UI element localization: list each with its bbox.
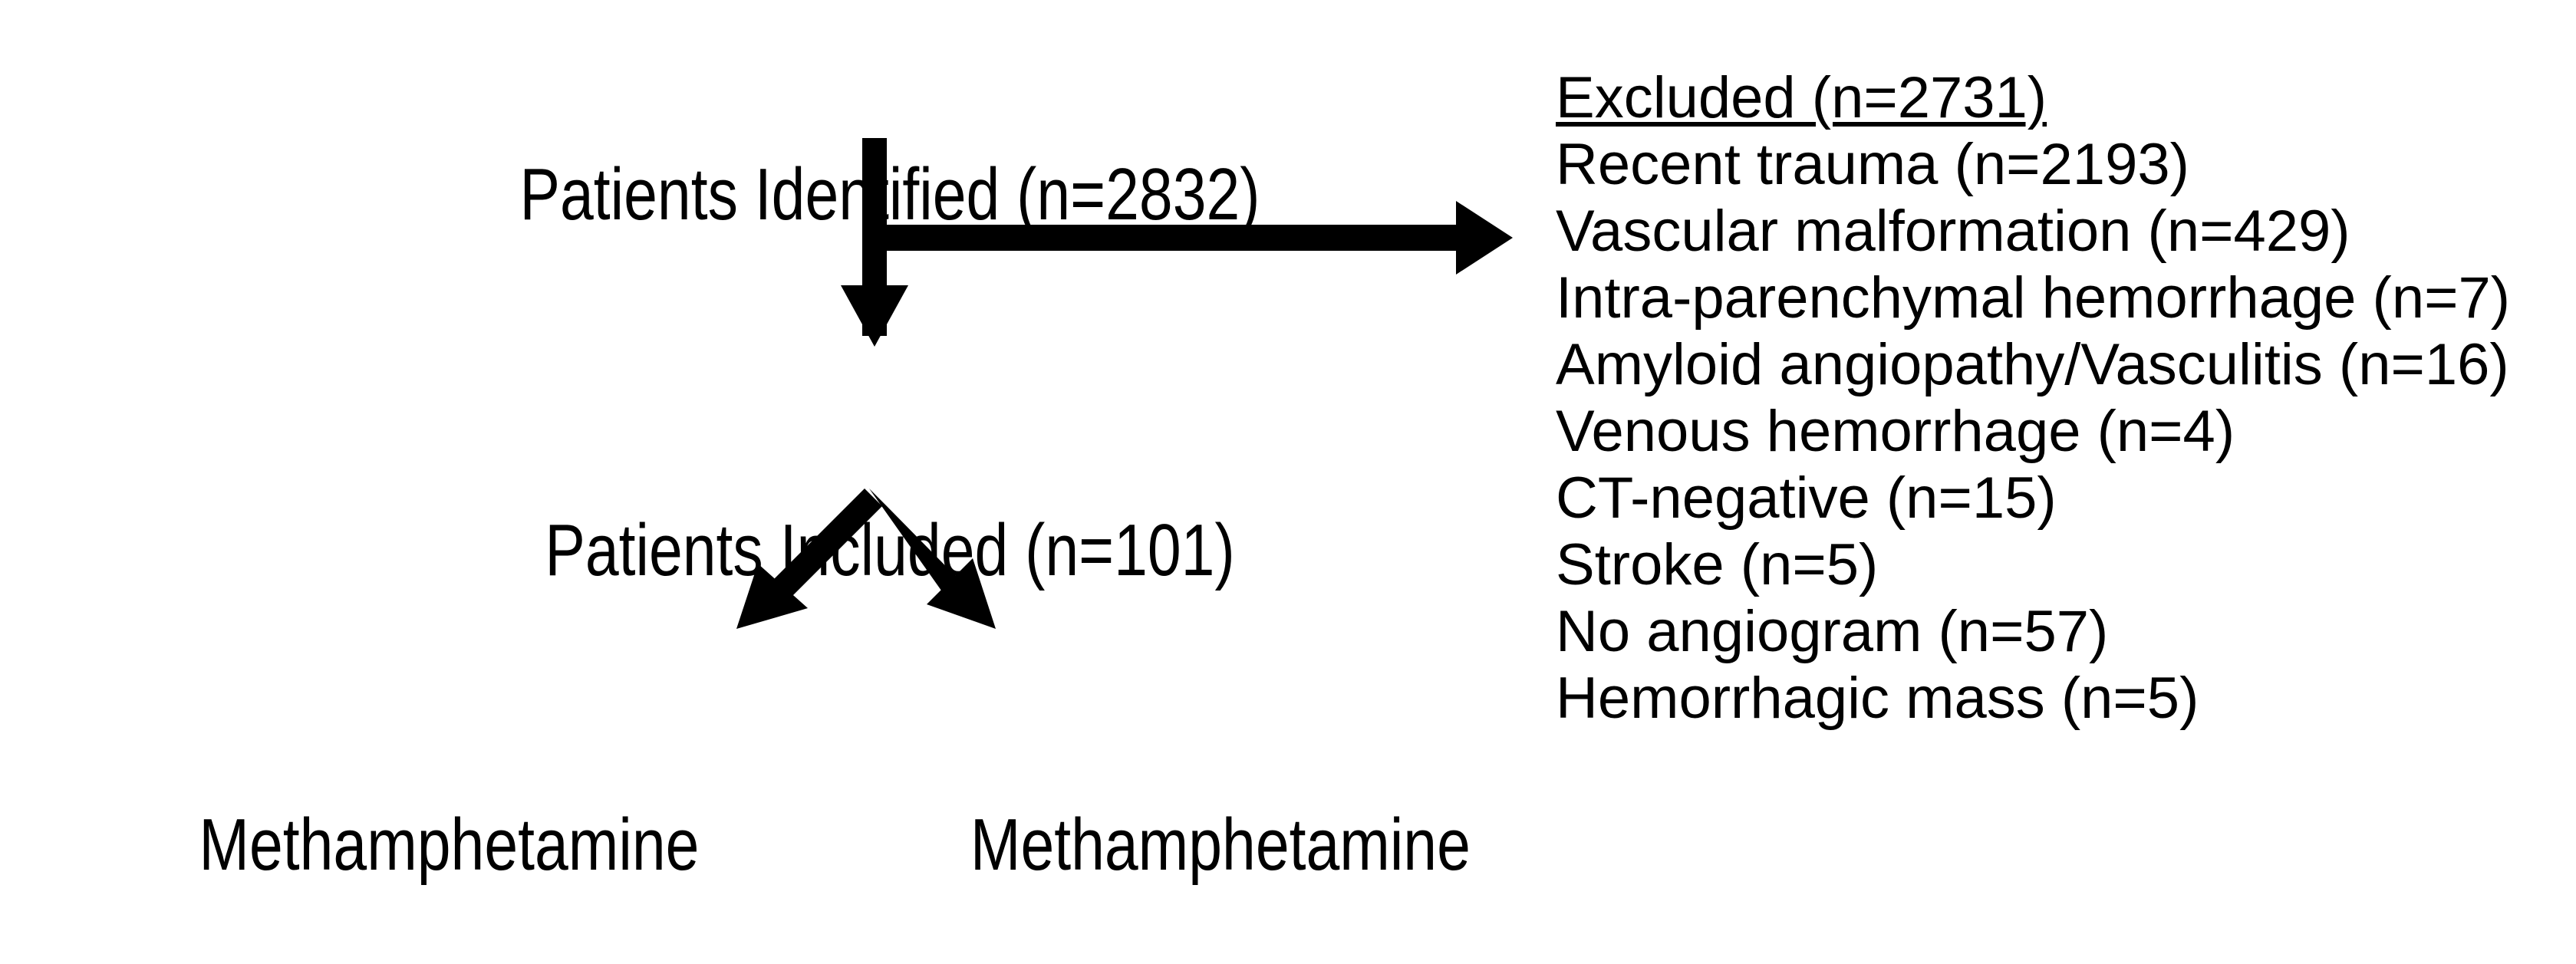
excluded-item-vascular-malformation: Vascular malformation (n=429) xyxy=(1556,199,2350,264)
node-patients-identified-label: Patients Identified (n=2832) xyxy=(519,153,1260,235)
excluded-heading: Excluded (n=2731) xyxy=(1556,65,2047,130)
node-patients-included: Patients Included (n=101) xyxy=(160,367,1619,735)
excluded-heading-row: Excluded (n=2731) xyxy=(1556,64,2576,131)
excluded-list: Excluded (n=2731) Recent trauma (n=2193)… xyxy=(1556,64,2576,732)
node-methamphetamine-negative-line1: Methamphetamine xyxy=(199,804,700,886)
excluded-item-no-angiogram: No angiogram (n=57) xyxy=(1556,599,2109,664)
excluded-item-ct-negative: CT-negative (n=15) xyxy=(1556,466,2057,531)
excluded-item-stroke: Stroke (n=5) xyxy=(1556,532,1879,597)
excluded-item-intra-parenchymal-hemorrhage: Intra-parenchymal hemorrhage (n=7) xyxy=(1556,265,2511,331)
excluded-item-amyloid-angiopathy-vasculitis: Amyloid angiopathy/Vasculitis (n=16) xyxy=(1556,332,2509,397)
excluded-item-venous-hemorrhage: Venous hemorrhage (n=4) xyxy=(1556,399,2235,464)
node-methamphetamine-positive-line1: Methamphetamine xyxy=(970,804,1471,886)
node-methamphetamine-positive: Methamphetamine Positive (n=8) xyxy=(849,661,1592,964)
excluded-item-recent-trauma: Recent trauma (n=2193) xyxy=(1556,132,2189,197)
node-methamphetamine-negative: Methamphetamine negative (n=93) xyxy=(68,661,829,964)
excluded-item-hemorrhagic-mass: Hemorrhagic mass (n=5) xyxy=(1556,666,2199,731)
node-patients-identified: Patients Identified (n=2832) xyxy=(160,11,1619,379)
node-patients-included-label: Patients Included (n=101) xyxy=(545,509,1235,591)
